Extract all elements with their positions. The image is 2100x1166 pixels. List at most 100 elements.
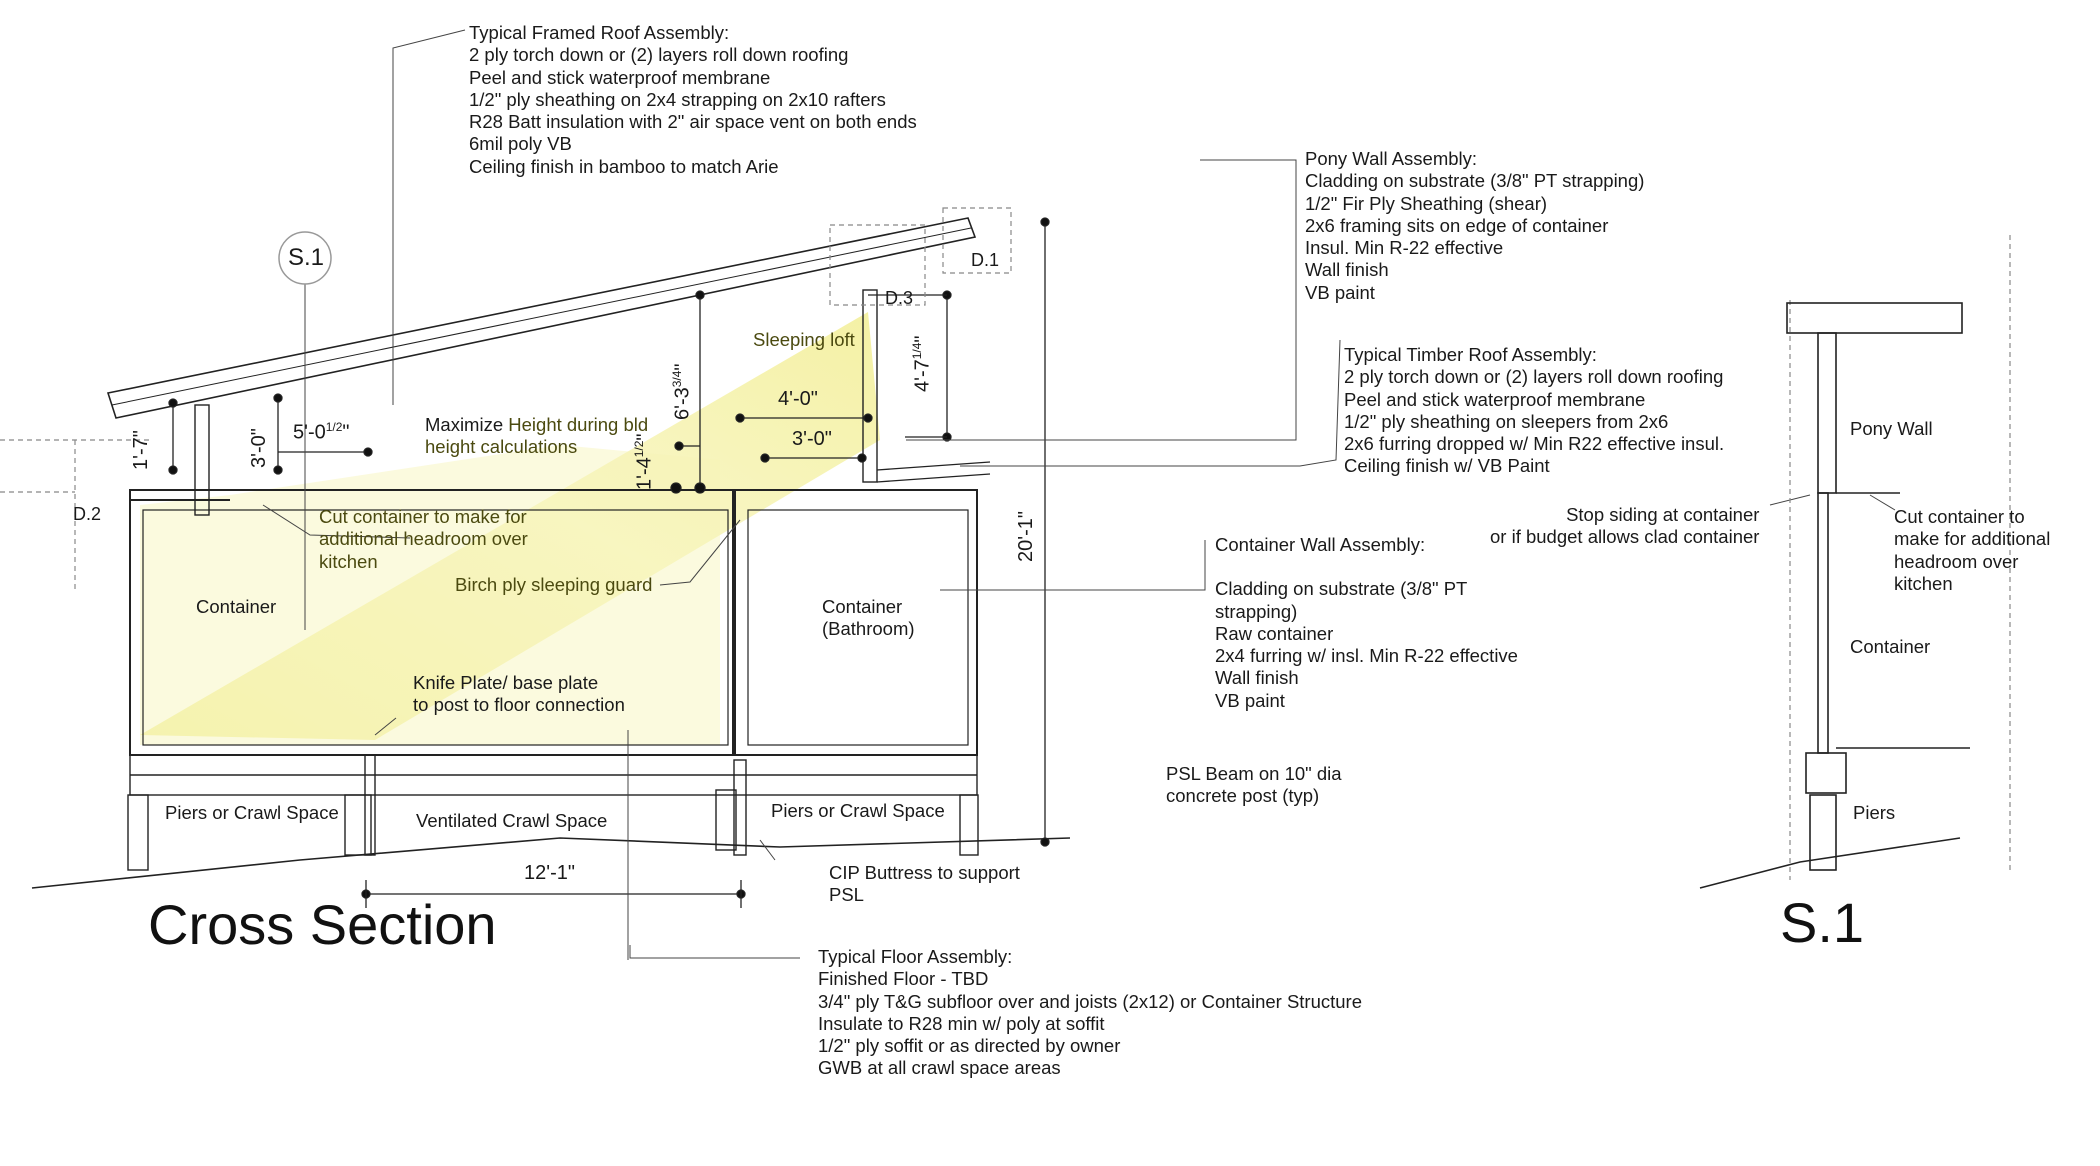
dim-1-4-frac: 1/2 — [632, 440, 646, 458]
cut-container-s1-line: Cut container to — [1894, 506, 2025, 527]
psl-beam-line: PSL Beam on 10" dia — [1166, 763, 1342, 784]
pony-wall-title: Pony Wall Assembly: — [1305, 148, 1478, 169]
dim-4-7-frac: 1/4 — [910, 342, 924, 360]
cut-container-line: kitchen — [319, 550, 378, 572]
room-container-bathroom: Container (Bathroom) — [822, 596, 915, 640]
timber-roof-title: Typical Timber Roof Assembly: — [1344, 344, 1597, 365]
knife-plate-line: to post to floor connection — [413, 694, 625, 716]
dim-5-0-end: " — [342, 421, 350, 444]
cip-buttress-line: PSL — [829, 884, 864, 906]
floor-title: Typical Floor Assembly: — [818, 946, 1013, 967]
dim-1-4-main: 1'-4 — [633, 457, 656, 490]
pony-wall-line: VB paint — [1305, 281, 1375, 303]
cut-container-s1-line: headroom over — [1894, 550, 2019, 572]
container-wall-note: Container Wall Assembly: Cladding on sub… — [1215, 534, 1518, 712]
maximize-height-line2: height calculations — [425, 436, 578, 458]
floor-joists — [129, 754, 978, 796]
s1-pony-wall-label: Pony Wall — [1850, 418, 1933, 439]
detail-callouts — [0, 207, 2011, 880]
dim-20-1: 20'-1" — [1015, 511, 1037, 562]
stop-siding-line: or if budget allows clad container — [1490, 526, 1760, 548]
floor-line: 1/2" ply soffit or as directed by owner — [818, 1035, 1121, 1057]
pony-wall-line: 2x6 framing sits on edge of container — [1305, 214, 1609, 236]
pony-wall-note: Pony Wall Assembly: Cladding on substrat… — [1305, 148, 1644, 304]
framed-roof-line: Peel and stick waterproof membrane — [469, 66, 771, 88]
timber-roof-line: Peel and stick waterproof membrane — [1344, 388, 1646, 410]
dim-6-3-frac: 3/4 — [670, 370, 684, 388]
dim-1-7: 1'-7" — [130, 430, 152, 470]
s1-section — [1786, 302, 1970, 871]
dim-5-0-frac: 1/2 — [325, 420, 343, 434]
maximize-height-label: Height during bld — [508, 414, 649, 435]
stop-siding-note: Stop siding at container or if budget al… — [1490, 504, 1759, 549]
tag-d1: D.1 — [971, 250, 1000, 270]
framed-roof-line: 2 ply torch down or (2) layers roll down… — [469, 44, 849, 66]
pony-wall-line: 1/2" Fir Ply Sheathing (shear) — [1305, 192, 1548, 214]
loft-light-wedge — [140, 312, 880, 740]
pony-wall-line: Cladding on substrate (3/8" PT strapping… — [1305, 170, 1645, 192]
cut-container-s1-line: kitchen — [1894, 572, 1953, 594]
framed-roof-title: Typical Framed Roof Assembly: — [469, 22, 730, 43]
ground-line — [31, 837, 1071, 889]
framed-roof-line: 1/2" ply sheathing on 2x4 strapping on 2… — [469, 88, 886, 110]
timber-roof-line: 2x6 furring dropped w/ Min R22 effective… — [1344, 433, 1725, 455]
room-container: Container — [196, 596, 277, 617]
floor-line: GWB at all crawl space areas — [818, 1057, 1061, 1079]
cut-container-line: additional headroom over — [319, 528, 528, 550]
title-s1: S.1 — [1780, 891, 1865, 954]
cip-buttress-note: CIP Buttress to support PSL — [829, 862, 1020, 907]
dim-6-3: 6'-33/4" — [670, 363, 694, 420]
room-ventilated: Ventilated Crawl Space — [416, 810, 608, 831]
psl-beam-note: PSL Beam on 10" dia concrete post (typ) — [1166, 763, 1342, 808]
s1-section-bubble — [278, 231, 332, 285]
dim-6-3-main: 6'-3 — [671, 387, 694, 420]
maximize-label: Maximize — [425, 414, 509, 435]
container-wall-line: Cladding on substrate (3/8" PT — [1215, 578, 1468, 600]
timber-roof-line: 2 ply torch down or (2) layers roll down… — [1344, 366, 1724, 388]
floor-note: Typical Floor Assembly: Finished Floor -… — [818, 946, 1362, 1080]
ground-line-s1 — [1699, 837, 1961, 889]
dim-12-1: 12'-1" — [524, 862, 575, 884]
room-bathroom-line2: (Bathroom) — [822, 618, 915, 639]
container-wall-line: 2x4 furring w/ insl. Min R-22 effective — [1215, 645, 1518, 667]
timber-roof-note: Typical Timber Roof Assembly: 2 ply torc… — [1344, 344, 1724, 478]
leader-lines — [262, 29, 1896, 960]
cut-container-s1-note: Cut container to make for additional hea… — [1894, 506, 2050, 595]
knife-plate-line: Knife Plate/ base plate — [413, 672, 599, 693]
floor-line: 3/4" ply T&G subfloor over and joists (2… — [818, 990, 1363, 1012]
cut-container-note: Cut container to make for additional hea… — [319, 506, 528, 573]
tag-d2: D.2 — [73, 504, 102, 524]
s1-container-label: Container — [1850, 636, 1931, 657]
roof-posts — [194, 289, 878, 516]
room-piers-left: Piers or Crawl Space — [165, 802, 339, 823]
timber-roof-line: 1/2" ply sheathing on sleepers from 2x6 — [1344, 410, 1669, 432]
floor-line: Insulate to R28 min w/ poly at soffit — [818, 1012, 1105, 1034]
container-wall-line: Wall finish — [1215, 667, 1299, 689]
container-wall-title: Container Wall Assembly: — [1215, 534, 1426, 555]
dim-3-0-horiz: 3'-0" — [792, 428, 832, 450]
psl-beam-line: concrete post (typ) — [1166, 785, 1320, 807]
pony-wall-roof — [876, 461, 991, 483]
stop-siding-line: Stop siding at container — [1566, 504, 1760, 525]
room-bathroom-line1: Container — [822, 596, 903, 617]
dim-3-0-vert: 3'-0" — [248, 428, 270, 468]
pony-wall-line: Insul. Min R-22 effective — [1305, 237, 1504, 259]
s1-bubble-label: S.1 — [288, 244, 325, 271]
loft-light-fill — [140, 445, 720, 745]
room-piers-right: Piers or Crawl Space — [771, 800, 945, 821]
container-wall-line: Raw container — [1215, 622, 1334, 644]
maximize-height-note: Maximize Height during bld height calcul… — [425, 414, 648, 459]
sleeping-loft-label: Sleeping loft — [753, 329, 855, 350]
dim-4-0: 4'-0" — [778, 388, 818, 410]
dim-4-7-main: 4'-7 — [911, 359, 934, 392]
container-wall-line: strapping) — [1215, 600, 1298, 622]
title-cross-section: Cross Section — [148, 893, 497, 956]
dim-5-0-main: 5'-0 — [293, 421, 326, 444]
knife-plate-note: Knife Plate/ base plate to post to floor… — [413, 672, 625, 717]
birch-guard-label: Birch ply sleeping guard — [455, 574, 653, 595]
timber-roof-line: Ceiling finish w/ VB Paint — [1344, 455, 1550, 477]
dim-4-7: 4'-71/4" — [910, 335, 934, 392]
piers — [127, 754, 979, 871]
framed-roof-line: Ceiling finish in bamboo to match Arie — [469, 155, 779, 177]
